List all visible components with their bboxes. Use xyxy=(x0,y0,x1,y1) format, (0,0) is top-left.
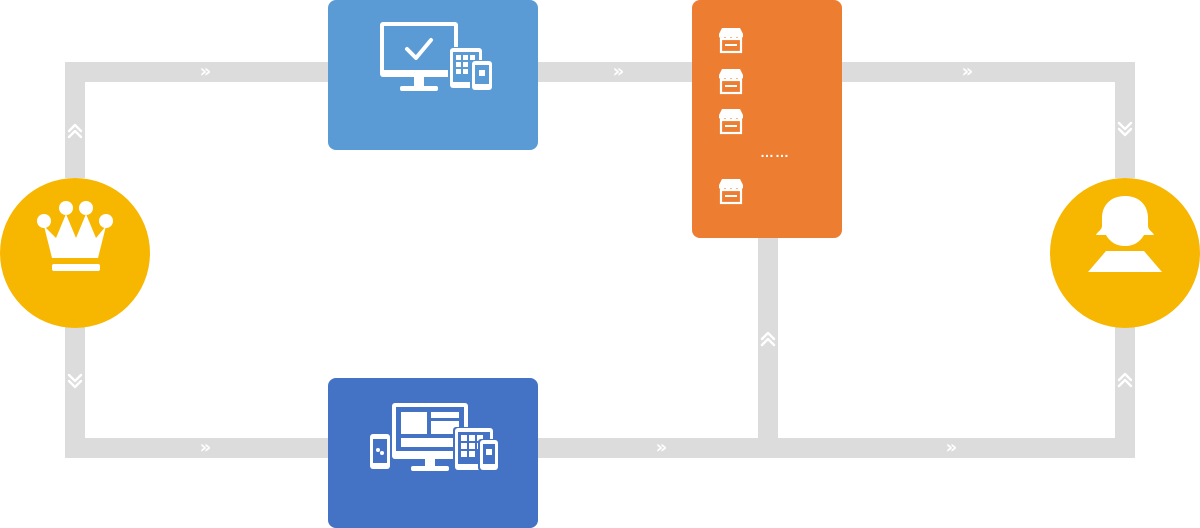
arrow-up-icon xyxy=(67,123,83,139)
flow-line-store-down xyxy=(758,238,778,448)
store-icon xyxy=(717,67,745,95)
arrow-up-icon xyxy=(760,331,776,347)
arrow-down-icon xyxy=(1117,121,1133,137)
devices-box-top xyxy=(328,0,538,150)
node-person xyxy=(1050,178,1200,328)
flow-line-top-right xyxy=(842,62,1135,82)
crown-icon xyxy=(37,201,113,271)
store-icon xyxy=(717,107,745,135)
store-icon xyxy=(717,26,745,54)
phone-icon xyxy=(478,439,500,471)
flow-line-top-middle xyxy=(538,62,692,82)
flow-line-right-lower xyxy=(1115,326,1135,458)
arrow-right-icon: » xyxy=(199,61,212,82)
flow-line-bottom-right xyxy=(538,438,1135,458)
person-icon xyxy=(1088,196,1162,272)
flow-line-left-lower xyxy=(65,326,85,458)
flow-line-right-upper xyxy=(1115,62,1135,178)
flow-line-bottom-left xyxy=(65,438,328,458)
monitor-layout-icon xyxy=(392,403,468,471)
arrow-right-icon: » xyxy=(961,61,974,82)
arrow-right-icon: » xyxy=(655,437,668,458)
phone-icon xyxy=(370,434,390,469)
node-crown xyxy=(0,178,150,328)
arrow-right-icon: » xyxy=(199,437,212,458)
store-icon xyxy=(717,177,745,205)
flow-line-left-upper xyxy=(65,62,85,178)
store-ellipsis: …… xyxy=(760,144,790,160)
arrow-right-icon: » xyxy=(612,61,625,82)
flow-line-top-left xyxy=(65,62,328,82)
arrow-right-icon: » xyxy=(945,437,958,458)
devices-box-bottom xyxy=(328,378,538,528)
arrow-down-icon xyxy=(67,373,83,389)
arrow-up-icon xyxy=(1117,372,1133,388)
monitor-check-icon xyxy=(380,22,458,91)
phone-icon xyxy=(470,60,494,91)
stores-box: …… xyxy=(692,0,842,238)
